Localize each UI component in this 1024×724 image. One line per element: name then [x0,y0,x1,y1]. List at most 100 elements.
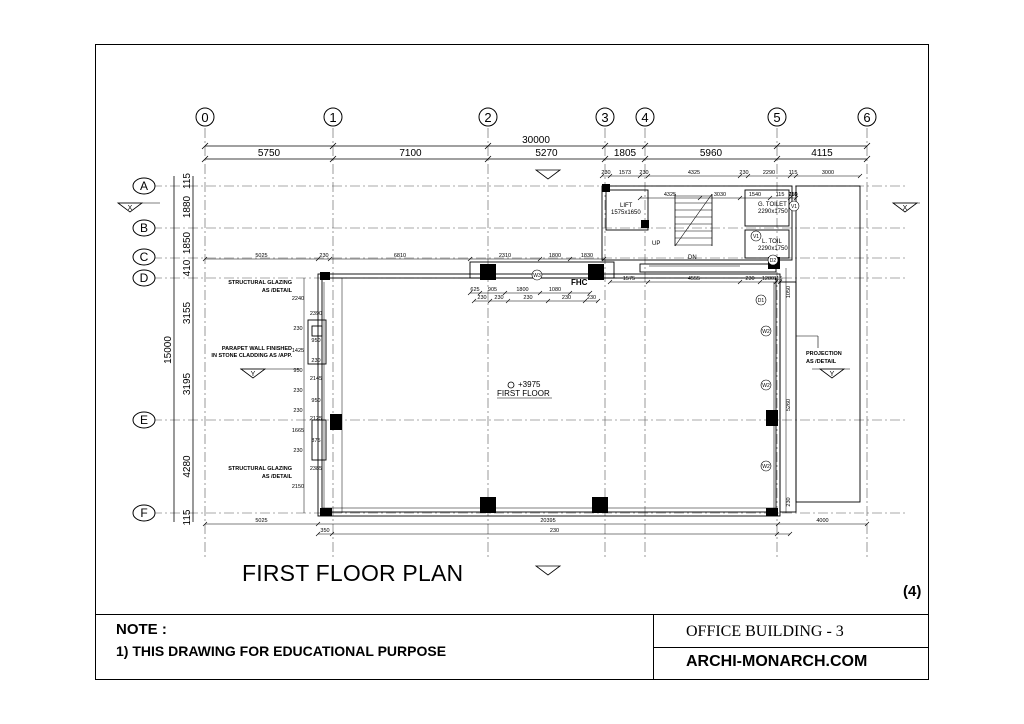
grid-bubble-row [132,504,156,522]
dim-chain-bottom-tick [775,521,781,527]
dim-chain-core-text: 230 [739,170,748,176]
dim-tick [329,155,337,163]
dim-chain-bottom-tick [864,521,870,527]
dim-chain-fhc-text: 625 [470,287,479,293]
dim-left-chain-text: 1665 [292,428,304,434]
dim-tick [201,142,209,150]
dim-tick [329,142,337,150]
structural-columns [320,184,780,516]
parapet-box [307,319,327,365]
dim-chain-core-tick [787,173,793,179]
grid-bubble-col-label: 4 [641,110,648,125]
dim-tick [773,155,781,163]
dim-chain-corridor-text: 4555 [688,276,700,282]
gents-toilet-label: G. TOILET [758,202,787,208]
dim-chain-corridor-tick [757,279,763,285]
dim-chain-fhc-tick [567,290,573,296]
dim-chain-walls-tick [487,298,493,304]
grid-bubble-row [132,219,156,237]
note-heading: NOTE : [116,621,167,638]
stair-down-label: DN [688,255,697,261]
dim-chain-bottom-2-tick [315,531,321,537]
lift-size: 1575x1650 [611,210,641,216]
opening-tag [767,254,779,266]
grid-bubble-col-label: 3 [601,110,608,125]
project-name: OFFICE BUILDING - 3 [686,623,844,640]
dim-left-chain-text: 2150 [292,484,304,490]
dim-chain-bottom-2-tick [787,531,793,537]
level-marker-icon [507,381,515,389]
dim-chain-walls-tick [471,298,477,304]
row-spacing-dim: 1880 [182,195,193,218]
grid-bubble-col [635,107,655,127]
dim-chain-toilets-text: 115 [789,192,798,198]
dim-chain-toilets-tick [637,195,643,201]
grid-bubble-col-label: 0 [201,110,208,125]
row-spacing-dim: 4280 [182,455,193,478]
grid-bubble-col-label: 1 [329,110,336,125]
dim-tick [863,142,871,150]
dim-chain-bottom-2-text: 350 [320,528,329,534]
dim-chain-walls-text: 230 [587,295,596,301]
opening-tag [755,294,767,306]
dim-chain-toilets-tick [793,195,799,201]
level-value: +3975 [518,380,541,389]
grid-bubble-row [132,269,156,287]
note-parapet-1: PARAPET WALL FINISHED [222,346,292,352]
dim-chain-lobby-text: 5025 [255,253,267,259]
dim-right-chain-text: 1050 [786,286,792,298]
opening-tag-label: V1 [753,234,759,240]
column-5-e [766,410,778,426]
dim-chain-walls-text: 230 [523,295,532,301]
grid-bubble-col [478,107,498,127]
dim-chain-lobby-text: 1800 [549,253,561,259]
grid-lines [152,128,905,560]
note-projection-2: AS /DETAIL [806,359,837,365]
opening-tag-label: W3 [533,273,541,279]
dim-chain-corridor-tick [737,279,743,285]
title-block [95,614,929,680]
lift-shaft [605,189,649,231]
grid-bubble-row [132,177,156,195]
column-4-b [641,220,649,228]
dim-chain-toilets-tick [697,195,703,201]
column-spacing-dim: 7100 [399,148,422,159]
dim-left-chain-text: 950 [311,338,320,344]
ladies-toilet [744,229,790,259]
dim-chain-core-tick [599,173,605,179]
overall-depth-dim: 15000 [163,336,174,364]
section-mark-right-label: X [903,205,908,212]
dim-left-chain-text: 230 [293,408,302,414]
overall-width-dim: 30000 [522,135,550,146]
opening-tag-label: D1 [758,298,765,304]
dim-chain-lobby-tick [327,256,333,262]
row-spacing-dim: 410 [182,259,193,276]
column-1-e [330,414,342,430]
dim-chain-toilets-text: 115 [776,192,785,198]
staircase [649,193,740,267]
dim-chain-core-tick [793,173,799,179]
dim-chain-lobby-text: 6810 [394,253,406,259]
gents-toilet-size: 2290x1750 [758,209,788,215]
gents-toilet [744,189,790,227]
lobby-wall [639,263,777,273]
grid-bubble-col-label: 5 [773,110,780,125]
dim-tick [641,142,649,150]
note-line-1: 1) THIS DRAWING FOR EDUCATIONAL PURPOSE [116,643,447,659]
dim-chain-corridor-text: 1280 [762,276,774,282]
dim-chain-corridor-text: 1575 [623,276,635,282]
lift-label: LIFT [620,203,633,209]
dim-chain-walls-text: 230 [494,295,503,301]
dim-chain-toilets-text: 4325 [664,192,676,198]
dim-left-chain-text: 230 [293,388,302,394]
dim-chain-fhc-tick [537,290,543,296]
note-glazing-top-1: STRUCTURAL GLAZING [228,280,292,286]
grid-bubble-col-label: 6 [863,110,870,125]
sheet-number: (4) [903,583,922,600]
top-section-marker [534,169,562,180]
dim-chain-corridor-tick [777,279,783,285]
dim-chain-core-tick [607,173,613,179]
projection-outline [795,185,861,503]
row-spacing-dim: 115 [182,173,193,189]
